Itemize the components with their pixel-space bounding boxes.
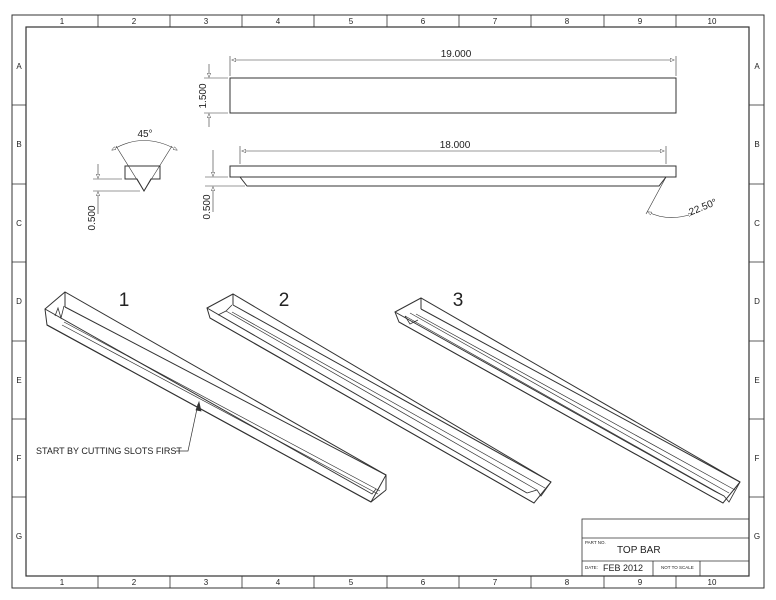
column-label: 5 [349,578,354,587]
row-label: G [16,532,22,541]
row-label: F [755,454,760,463]
scale-note: NOT TO SCALE [661,565,694,570]
date-value: FEB 2012 [603,563,643,573]
note-leader [176,400,202,452]
row-label: E [754,376,759,385]
row-labels-left: A B C D E F G [16,62,22,541]
front-view [204,56,677,127]
row-labels-right: A B C D E F G [754,62,760,541]
isometric-bar-2 [206,293,552,504]
sheet-border [11,14,765,589]
column-label: 6 [421,578,426,587]
column-label: 4 [276,578,281,587]
column-label: 8 [565,578,570,587]
row-label: A [16,62,22,71]
column-label: 4 [276,17,281,26]
isometric-bar-3 [394,297,741,504]
part-no-label: PART NO. [585,540,606,545]
column-labels-top: 1 2 3 4 5 6 7 8 9 10 [60,17,717,26]
date-label: DATE: [585,565,598,570]
column-label: 3 [204,17,209,26]
row-label: D [754,297,760,306]
column-label: 10 [708,17,717,26]
row-label: E [16,376,21,385]
column-label: 2 [132,17,137,26]
row-label: D [16,297,22,306]
dim-angle-end: 45° [137,129,152,140]
column-label: 6 [421,17,426,26]
dim-depth: 0.500 [202,194,213,219]
dim-length-bottom: 18.000 [440,140,471,151]
column-labels-bottom: 1 2 3 4 5 6 7 8 9 10 [60,578,717,587]
end-view [93,140,177,214]
column-label: 3 [204,578,209,587]
isometric-bar-1 [44,291,387,503]
dim-angle-side: 22.50° [688,197,719,218]
column-label: 5 [349,17,354,26]
title-block [581,518,750,577]
angle-arc-end [112,140,177,151]
column-label: 2 [132,578,137,587]
step-number-1: 1 [119,290,130,311]
column-label: 8 [565,17,570,26]
column-label: 1 [60,578,65,587]
column-label: 9 [638,578,643,587]
column-label: 7 [493,17,498,26]
side-view [205,146,692,218]
column-label: 1 [60,17,65,26]
dim-length-top: 19.000 [441,49,472,60]
row-label: B [16,140,21,149]
part-name: TOP BAR [617,545,661,556]
step-number-2: 2 [279,290,290,311]
note-text: START BY CUTTING SLOTS FIRST [36,446,182,456]
row-label: G [754,532,760,541]
row-label: C [16,219,22,228]
row-label: F [17,454,22,463]
column-label: 10 [708,578,717,587]
dim-height: 1.500 [198,83,209,108]
step-number-3: 3 [453,290,464,311]
row-label: A [754,62,760,71]
zone-ticks [12,15,764,588]
column-label: 9 [638,17,643,26]
angle-arc-side [648,212,692,218]
dim-depth-end: 0.500 [87,205,98,230]
column-label: 7 [493,578,498,587]
row-label: B [754,140,759,149]
row-label: C [754,219,760,228]
